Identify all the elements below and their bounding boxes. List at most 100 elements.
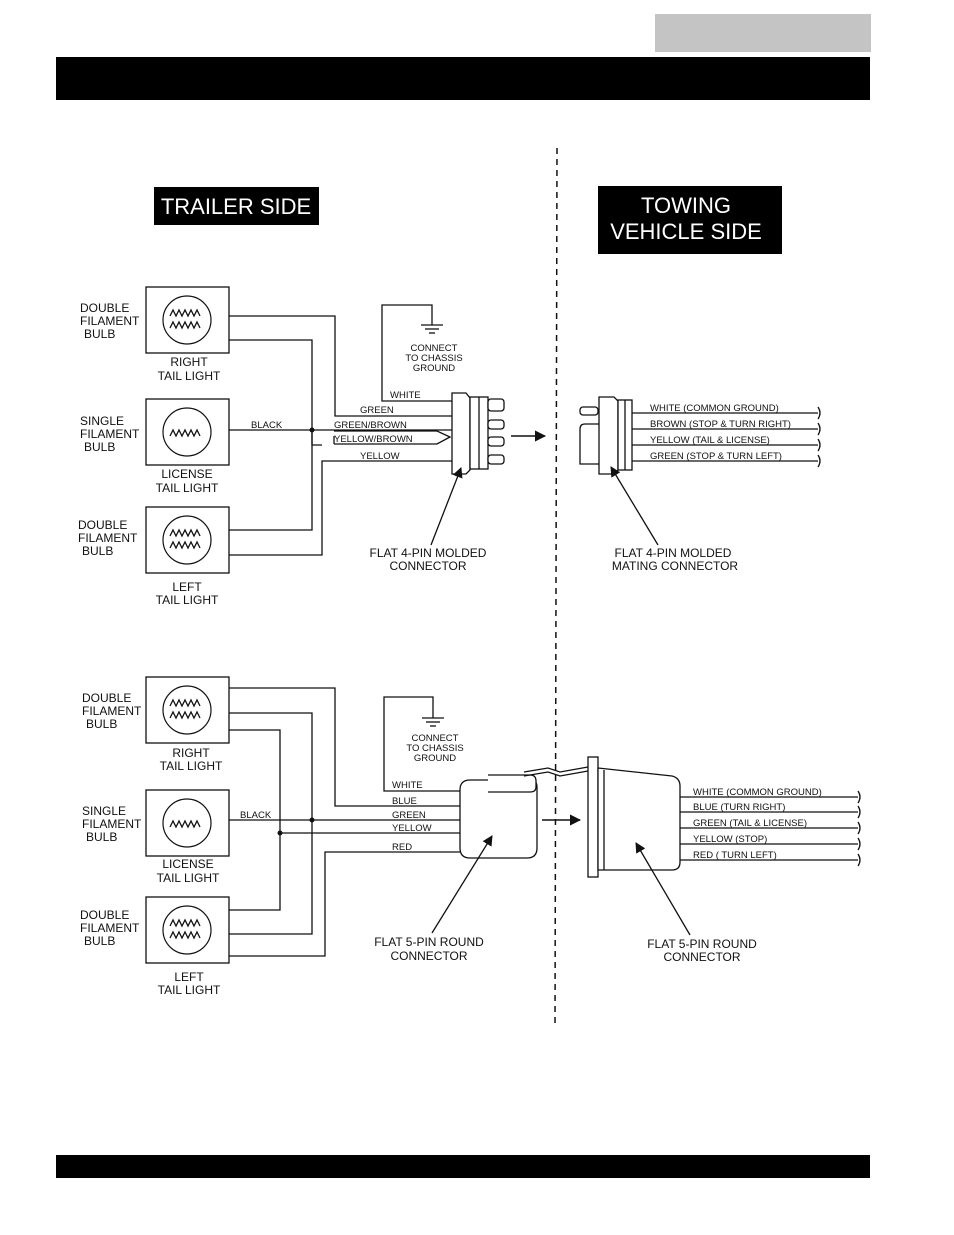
veh5-wire-blue: BLUE (TURN RIGHT): [693, 802, 785, 813]
svg-text:MATING CONNECTOR: MATING CONNECTOR: [612, 559, 739, 573]
veh-wire-white: WHITE (COMMON GROUND): [650, 403, 779, 414]
top-trailer-wires: [229, 304, 454, 556]
svg-text:FLAT 4-PIN MOLDED: FLAT 4-PIN MOLDED: [370, 546, 487, 560]
svg-text:CONNECTOR: CONNECTOR: [390, 949, 467, 963]
bulb-label-top-license: SINGLE FILAMENT BULB: [80, 414, 140, 454]
bulb-label-bottom-left: DOUBLE FILAMENT BULB: [80, 908, 140, 948]
towing-vehicle-side-heading: TOWING VEHICLE SIDE: [598, 186, 782, 254]
caption-license-b2: TAIL LIGHT: [157, 871, 220, 885]
veh5-wire-red: RED ( TURN LEFT): [693, 850, 777, 861]
caption-right-2: TAIL LIGHT: [158, 369, 221, 383]
top-wire-green-brown: GREEN/BROWN: [334, 420, 407, 431]
flat-4-pin-molded-connector: [451, 392, 505, 475]
flat-4-pin-mating-connector: [579, 396, 633, 475]
bot-wire-green: GREEN: [392, 810, 426, 821]
svg-text:FILAMENT: FILAMENT: [80, 427, 140, 441]
svg-text:TO CHASSIS: TO CHASSIS: [405, 353, 462, 364]
label-4pin-mating: FLAT 4-PIN MOLDED MATING CONNECTOR: [612, 546, 739, 573]
svg-text:DOUBLE: DOUBLE: [78, 518, 127, 532]
bulb-label-bottom-license: SINGLE FILAMENT BULB: [82, 804, 142, 844]
veh5-wire-yellow: YELLOW (STOP): [693, 834, 767, 845]
svg-text:FILAMENT: FILAMENT: [82, 817, 142, 831]
caption-right-b2: TAIL LIGHT: [160, 759, 223, 773]
veh-wire-green: GREEN (STOP & TURN LEFT): [650, 451, 782, 462]
bot-wire-red: RED: [392, 842, 412, 853]
svg-text:SINGLE: SINGLE: [80, 414, 124, 428]
license-light-bottom: [145, 789, 230, 857]
svg-text:CONNECT: CONNECT: [412, 733, 459, 744]
caption-right: RIGHT: [170, 355, 208, 369]
svg-text:DOUBLE: DOUBLE: [80, 301, 129, 315]
pointer-top-vehicle: [610, 466, 659, 546]
svg-text:SINGLE: SINGLE: [82, 804, 126, 818]
license-light-top: [145, 398, 230, 466]
top-wire-white: WHITE: [390, 390, 421, 401]
svg-text:BULB: BULB: [86, 717, 117, 731]
left-tail-light-bottom: [145, 896, 230, 964]
svg-text:FLAT 5-PIN ROUND: FLAT 5-PIN ROUND: [374, 935, 484, 949]
right-tail-light-bottom: [145, 676, 230, 744]
svg-text:TOWING: TOWING: [641, 193, 731, 218]
top-vehicle-wires: [632, 406, 821, 468]
flat-5-pin-round-connector: [459, 774, 538, 859]
label-5pin-vehicle: FLAT 5-PIN ROUND CONNECTOR: [647, 937, 757, 964]
svg-text:DOUBLE: DOUBLE: [80, 908, 129, 922]
svg-text:TO CHASSIS: TO CHASSIS: [406, 743, 463, 754]
top-wire-yellow: YELLOW: [360, 451, 400, 462]
bulb-label-bottom-right: DOUBLE FILAMENT BULB: [82, 691, 142, 731]
svg-text:CONNECTOR: CONNECTOR: [389, 559, 466, 573]
pointer-top-trailer: [430, 467, 463, 546]
svg-text:BULB: BULB: [84, 327, 115, 341]
caption-license-2: TAIL LIGHT: [156, 481, 219, 495]
label-5pin-trailer: FLAT 5-PIN ROUND CONNECTOR: [374, 935, 484, 963]
right-tail-light-top: [145, 286, 230, 354]
caption-left-2: TAIL LIGHT: [156, 593, 219, 607]
svg-text:FLAT 4-PIN MOLDED: FLAT 4-PIN MOLDED: [615, 546, 732, 560]
left-tail-light-top: [145, 506, 230, 574]
caption-license: LICENSE: [161, 467, 212, 481]
bot-wire-black: BLACK: [240, 810, 272, 821]
caption-left: LEFT: [172, 580, 202, 594]
svg-text:BULB: BULB: [86, 830, 117, 844]
veh-wire-yellow: YELLOW (TAIL & LICENSE): [650, 435, 770, 446]
svg-text:TRAILER SIDE: TRAILER SIDE: [161, 194, 311, 219]
bottom-vehicle-wires: [680, 790, 861, 867]
caption-left-b2: TAIL LIGHT: [158, 983, 221, 997]
veh5-wire-white: WHITE (COMMON GROUND): [693, 787, 822, 798]
top-wire-black: BLACK: [251, 420, 283, 431]
svg-text:FILAMENT: FILAMENT: [82, 704, 142, 718]
side-divider: [554, 147, 558, 1029]
bulb-label-top-left: DOUBLE FILAMENT BULB: [78, 518, 138, 558]
label-4pin-connector: FLAT 4-PIN MOLDED CONNECTOR: [370, 546, 487, 573]
bot-wire-blue: BLUE: [392, 796, 417, 807]
top-wire-yellow-brown: YELLOW/BROWN: [334, 434, 413, 445]
footer-bar: [56, 1155, 870, 1178]
svg-text:CONNECT: CONNECT: [411, 343, 458, 354]
svg-text:DOUBLE: DOUBLE: [82, 691, 131, 705]
svg-text:FILAMENT: FILAMENT: [78, 531, 138, 545]
svg-text:BULB: BULB: [84, 440, 115, 454]
veh5-wire-green: GREEN (TAIL & LICENSE): [693, 818, 807, 829]
pointer-bottom-trailer: [431, 835, 493, 934]
caption-license-b: LICENSE: [162, 857, 213, 871]
veh-wire-brown: BROWN (STOP & TURN RIGHT): [650, 419, 791, 430]
bottom-trailer-wires: [229, 687, 470, 957]
svg-text:BULB: BULB: [82, 544, 113, 558]
ground-label-bottom: CONNECT TO CHASSIS GROUND: [406, 733, 463, 764]
svg-text:GROUND: GROUND: [413, 363, 455, 374]
header-bar: [56, 57, 870, 100]
bulb-label-top-right: DOUBLE FILAMENT BULB: [80, 301, 140, 341]
svg-text:CONNECTOR: CONNECTOR: [663, 950, 740, 964]
svg-text:FILAMENT: FILAMENT: [80, 921, 140, 935]
svg-text:FLAT 5-PIN ROUND: FLAT 5-PIN ROUND: [647, 937, 757, 951]
svg-text:FILAMENT: FILAMENT: [80, 314, 140, 328]
svg-text:GROUND: GROUND: [414, 753, 456, 764]
bot-wire-yellow: YELLOW: [392, 823, 432, 834]
svg-text:BULB: BULB: [84, 934, 115, 948]
header-tab: [655, 14, 871, 52]
caption-right-b: RIGHT: [172, 746, 210, 760]
flat-5-pin-vehicle-connector: [523, 756, 681, 878]
caption-left-b: LEFT: [174, 970, 204, 984]
pointer-bottom-vehicle: [635, 842, 691, 936]
